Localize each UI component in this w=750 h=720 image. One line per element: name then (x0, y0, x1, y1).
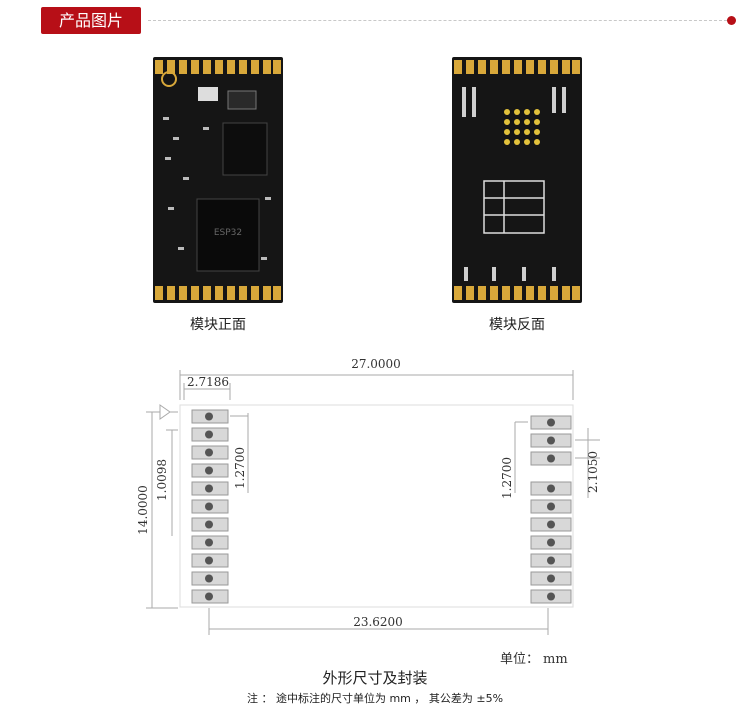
dim-edge-offset: 1.0098 (155, 459, 169, 501)
back-caption: 模块反面 (489, 317, 545, 333)
module-back-photo (452, 57, 582, 303)
dimension-drawing: 27.0000 2.7186 23.6200 14.0000 1.0098 1.… (136, 357, 600, 635)
drawing-title: 外形尺寸及封装 (322, 669, 428, 687)
header-dot (727, 16, 736, 25)
dim-first-pin-offset: 2.7186 (187, 375, 229, 389)
tolerance-note: 注 ： 途中标注的尺寸单位为 mm ， 其公差为 ±5% (246, 692, 504, 705)
section-title-tag: 产品图片 (41, 7, 141, 34)
unit-value: mm (543, 652, 568, 667)
front-caption: 模块正面 (190, 317, 246, 333)
header-divider (148, 20, 732, 21)
dim-pin-pitch-right: 1.2700 (500, 457, 514, 499)
unit-label-text: 单位： (500, 652, 540, 667)
unit-label: 单位：mm (500, 648, 568, 667)
dim-pin-gap-right: 2.1050 (586, 451, 600, 493)
dim-width: 27.0000 (351, 357, 401, 371)
dim-height: 14.0000 (136, 485, 150, 535)
dim-pad-span: 23.6200 (353, 615, 403, 629)
module-front-photo: ESP32 (153, 57, 283, 303)
svg-text:ESP32: ESP32 (214, 228, 242, 238)
dim-pin-pitch-left: 1.2700 (233, 447, 247, 489)
